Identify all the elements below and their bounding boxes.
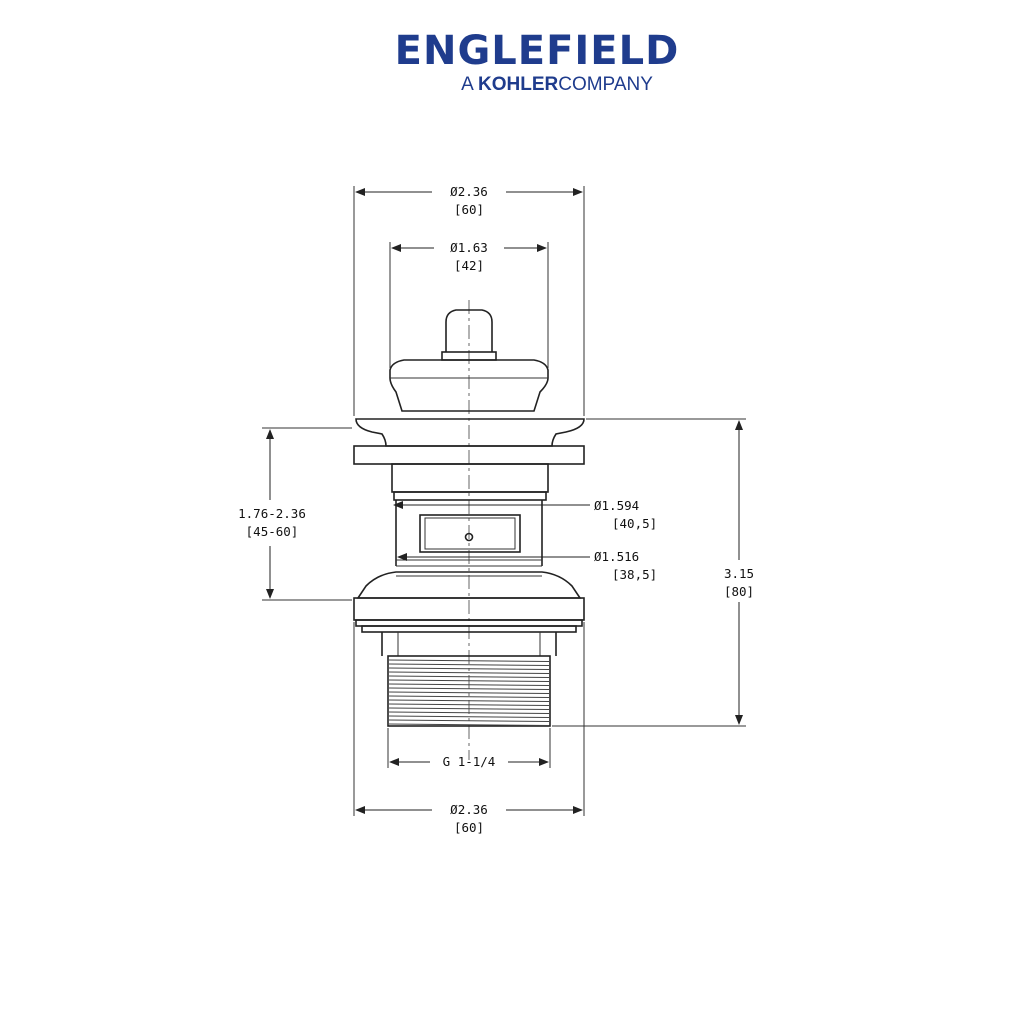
- body-window: [419, 514, 521, 553]
- drain-part: [353, 300, 585, 760]
- thread-line: [388, 711, 550, 714]
- brand-name: ENGLEFIELD: [394, 28, 680, 74]
- thread-line: [388, 715, 550, 718]
- dim-top-cap-value: Ø1.63: [450, 240, 488, 255]
- thread-line: [388, 683, 550, 686]
- dim-body-lower-metric: [38,5]: [612, 567, 657, 582]
- dim-bottom-overall: Ø2.36 [60]: [353, 622, 585, 835]
- thread-line: [388, 699, 550, 702]
- dim-body-lower: Ø1.516 [38,5]: [397, 549, 657, 582]
- dim-top-cap-metric: [42]: [454, 258, 484, 273]
- thread-line: [388, 687, 550, 690]
- brand-logo: ENGLEFIELD A KOHLERCOMPANY: [0, 28, 1024, 96]
- dim-bottom-overall-metric: [60]: [454, 820, 484, 835]
- dim-top-overall-value: Ø2.36: [450, 184, 488, 199]
- dim-top-cap: Ø1.63 [42]: [389, 240, 549, 368]
- tagline-suffix: COMPANY: [558, 74, 653, 95]
- thread-line: [388, 723, 550, 726]
- dim-thread: G 1-1/4: [387, 728, 551, 769]
- dim-total-height-metric: [80]: [724, 584, 754, 599]
- thread-line: [388, 675, 550, 678]
- thread-line: [388, 703, 550, 706]
- thread-line: [388, 663, 550, 666]
- dim-height-range-value: 1.76-2.36: [238, 506, 306, 521]
- pivot-hole: [464, 532, 474, 542]
- threaded-shank: [387, 655, 551, 727]
- dim-top-overall-metric: [60]: [454, 202, 484, 217]
- flange: [355, 418, 585, 447]
- thread-line: [388, 659, 550, 662]
- tagline-prefix: A: [461, 74, 473, 95]
- dim-height-range-metric: [45-60]: [246, 524, 299, 539]
- thread-line: [388, 667, 550, 670]
- dim-body-upper-value: Ø1.594: [594, 498, 639, 513]
- thread-line: [388, 707, 550, 710]
- dim-top-overall: Ø2.36 [60]: [353, 184, 585, 416]
- dim-total-height-value: 3.15: [724, 566, 754, 581]
- thread-lines: [388, 659, 550, 726]
- dim-bottom-overall-value: Ø2.36: [450, 802, 488, 817]
- body-upper: [391, 463, 549, 493]
- dim-thread-value: G 1-1/4: [443, 754, 496, 769]
- dim-height-range: 1.76-2.36 [45-60]: [238, 427, 352, 601]
- thread-line: [388, 671, 550, 674]
- plug-knob: [445, 309, 493, 352]
- thread-line: [388, 695, 550, 698]
- dim-body-upper: Ø1.594 [40,5]: [393, 498, 657, 531]
- brand-tagline: A KOHLERCOMPANY: [90, 74, 1024, 96]
- dim-body-lower-value: Ø1.516: [594, 549, 639, 564]
- tagline-company: KOHLER: [478, 74, 559, 95]
- dim-body-upper-metric: [40,5]: [612, 516, 657, 531]
- thread-line: [388, 679, 550, 682]
- thread-line: [388, 691, 550, 694]
- thread-line: [388, 719, 550, 722]
